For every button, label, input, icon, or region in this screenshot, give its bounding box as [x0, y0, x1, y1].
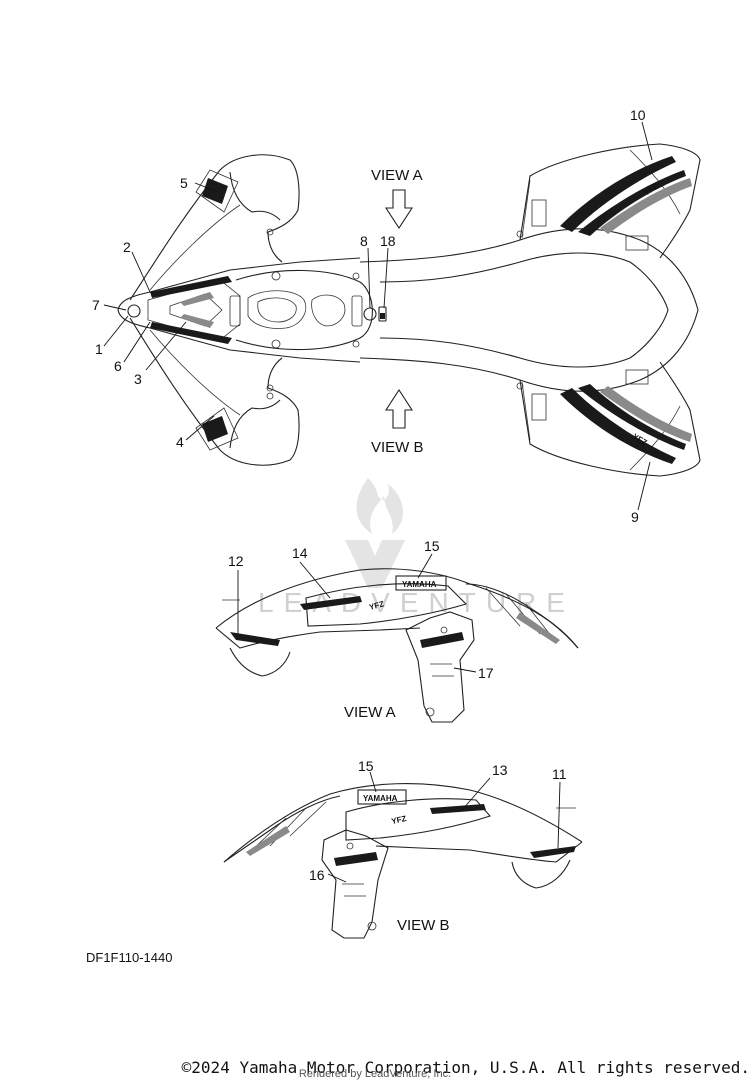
side-view-b-assembly: YAMAHA YFZ	[223, 783, 583, 939]
top-view-assembly: YFZ YFZ	[117, 143, 701, 477]
yamaha-badge-b: YAMAHA	[363, 794, 398, 803]
callout-4: 4	[176, 434, 184, 450]
callout-18: 18	[380, 233, 396, 249]
callout-3: 3	[134, 371, 142, 387]
callout-10: 10	[630, 107, 646, 123]
callout-16: 16	[309, 867, 325, 883]
yamaha-badge-a: YAMAHA	[402, 580, 437, 589]
watermark-logo: LEADVENTURE	[258, 478, 575, 618]
side-view-a-leaders	[237, 553, 477, 673]
callout-5: 5	[180, 175, 188, 191]
callout-11: 11	[552, 766, 567, 782]
callout-6: 6	[114, 358, 122, 374]
callout-12: 12	[228, 553, 244, 569]
svg-text:YFZ: YFZ	[391, 814, 408, 826]
callout-14: 14	[292, 545, 308, 561]
view-b-label-side: VIEW B	[397, 917, 450, 934]
view-b-label-top: VIEW B	[371, 439, 424, 456]
view-a-label-top: VIEW A	[371, 167, 423, 184]
callout-1: 1	[95, 341, 103, 357]
watermark-text: LEADVENTURE	[258, 587, 575, 618]
callout-9: 9	[631, 509, 639, 525]
side-view-b-leaders	[327, 771, 561, 883]
diagram-code: DF1F110-1440	[86, 950, 173, 965]
view-a-arrow	[384, 189, 414, 230]
callout-15-view-a: 15	[424, 538, 440, 554]
copyright-notice: ©2024 Yamaha Motor Corporation, U.S.A. A…	[181, 1058, 750, 1077]
view-b-arrow	[384, 388, 414, 429]
callout-8: 8	[360, 233, 368, 249]
callout-15-view-b: 15	[358, 758, 374, 774]
callout-7: 7	[92, 297, 100, 313]
svg-text:YFZ: YFZ	[368, 599, 385, 612]
rendered-by-notice: Rendered by LeadVenture, Inc.	[298, 1068, 452, 1080]
callout-13: 13	[492, 762, 508, 778]
top-callout-leaders	[103, 121, 653, 511]
view-a-label-side: VIEW A	[344, 704, 396, 721]
callout-2: 2	[123, 239, 131, 255]
callout-17: 17	[478, 665, 494, 681]
side-view-a-assembly: YAMAHA YFZ	[215, 568, 579, 723]
